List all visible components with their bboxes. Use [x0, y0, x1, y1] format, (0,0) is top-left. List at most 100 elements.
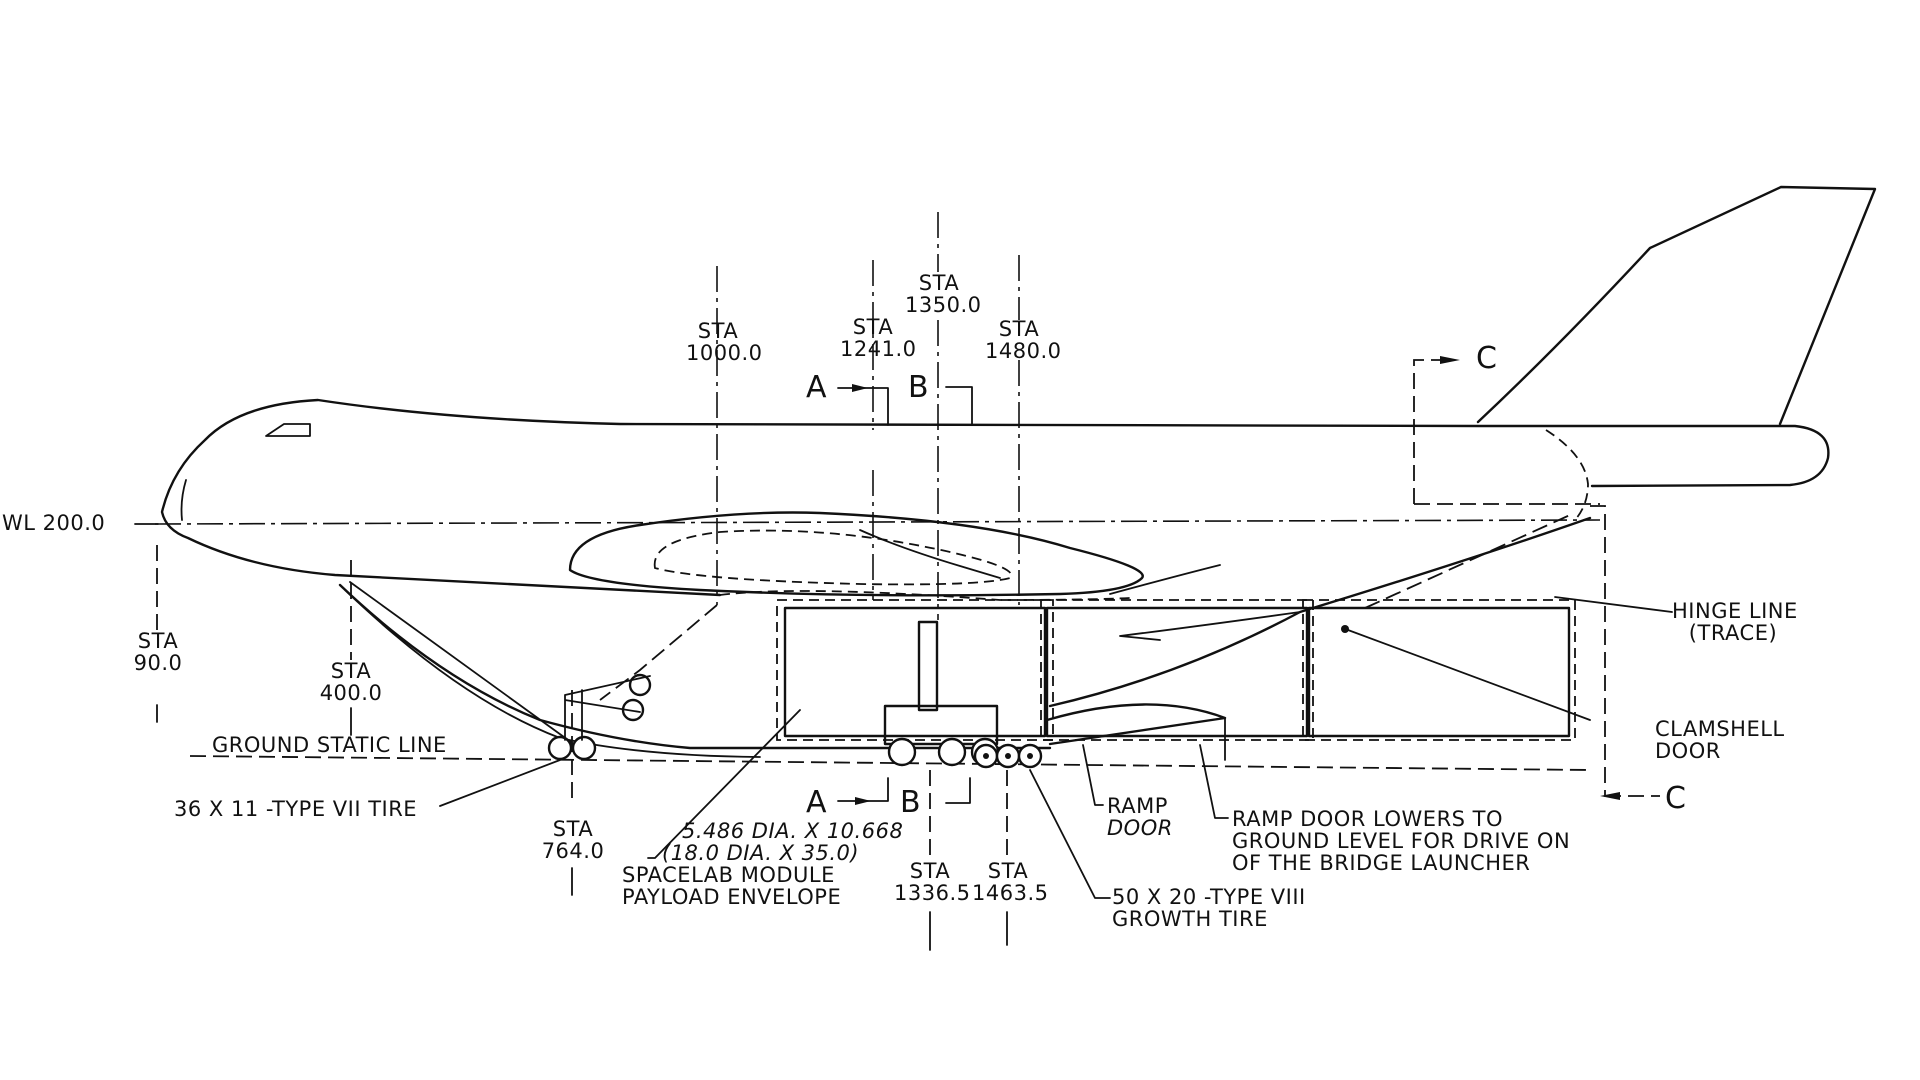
hinge-line-text-2: (TRACE)	[1688, 621, 1778, 645]
hinge-line-text-1: HINGE LINE	[1672, 599, 1798, 623]
nose-tire-2	[571, 735, 597, 761]
ground-static-line	[189, 755, 1591, 771]
wing-inner-dashed	[653, 529, 1013, 586]
sta-1480-label: STA 1480.0	[985, 317, 1062, 363]
clamshell-door-text-1: CLAMSHELL	[1655, 717, 1785, 741]
sta-1480-text-1: STA	[998, 317, 1040, 341]
sta-1000-label: STA 1000.0	[686, 319, 762, 364]
payload-box-2-dashed	[1040, 599, 1314, 741]
section-c-arrow-bottom	[1600, 792, 1620, 800]
section-b-bottom-letter: B	[900, 785, 922, 820]
ramp-note-text-3: OF THE BRIDGE LAUNCHER	[1232, 851, 1531, 875]
wing-strake	[1109, 564, 1221, 595]
growth-tire-label: 50 X 20 -TYPE VIII GROWTH TIRE	[1112, 886, 1306, 930]
main-tire-hub-3	[1027, 753, 1033, 759]
launcher-mast	[917, 620, 939, 712]
ground-static-line-label: GROUND STATIC LINE	[212, 733, 447, 757]
section-b-top-mark	[945, 386, 973, 426]
fuselage-outline	[160, 398, 1830, 597]
payload-box-3-dashed	[1302, 599, 1576, 741]
sta-1000-text-1: STA	[697, 319, 739, 343]
sta-400-text-2: 400.0	[319, 681, 383, 705]
sta-1350-text-1: STA	[918, 271, 960, 295]
ramp-door-curve	[1045, 703, 1227, 746]
sta-1463-text-2: 1463.5	[972, 881, 1049, 905]
hinge-line-label: HINGE LINE (TRACE)	[1672, 599, 1798, 645]
growth-tire-text-2: GROWTH TIRE	[1112, 907, 1268, 931]
sta-764-text-2: 764.0	[541, 839, 605, 863]
sta-764-text-1: STA	[552, 817, 594, 841]
clamshell-door-outline	[1590, 505, 1618, 797]
ramp-belly-line	[338, 583, 1052, 750]
envelope-text-1: 5.486 DIA. X 10.668	[682, 819, 904, 843]
ramp-note-text-1: RAMP DOOR LOWERS TO	[1232, 807, 1504, 831]
main-tire-hub-1	[983, 753, 989, 759]
sta-1350-text-2: 1350.0	[905, 293, 982, 317]
ramp-note-leader	[1199, 744, 1229, 819]
sta-1336-text-2: 1336.5	[894, 881, 971, 905]
aft-belly-line	[1048, 516, 1592, 708]
section-b-bottom-mark	[945, 777, 971, 804]
envelope-leader	[647, 709, 801, 859]
tire-small-leader	[439, 759, 561, 807]
sta-764-label: STA 764.0	[540, 818, 606, 862]
sta-1336-text-1: STA	[909, 859, 951, 883]
ramp-note-text-2: GROUND LEVEL FOR DRIVE ON	[1232, 829, 1571, 853]
sta-1241-text-1: STA	[852, 315, 894, 339]
sta-1241-text-2: 1241.0	[840, 337, 917, 361]
clamshell-door-curve	[1119, 611, 1301, 641]
envelope-text-2: (18.0 DIA. X 35.0)	[662, 841, 860, 865]
waterline-label: WL 200.0	[2, 511, 106, 535]
section-a-top-arrow	[852, 384, 868, 392]
payload-envelope-label: 5.486 DIA. X 10.668 (18.0 DIA. X 35.0) S…	[622, 820, 903, 908]
section-b-top-letter: B	[908, 370, 930, 405]
sta-400-text-1: STA	[330, 659, 372, 683]
nose-gear-strut	[349, 581, 576, 746]
sta-1336-label: STA 1336.5	[894, 859, 971, 905]
sta-1241-label: STA 1241.0	[840, 315, 917, 361]
section-a-top-letter: A	[806, 370, 828, 405]
nose-gear-assembly	[564, 675, 651, 741]
sta-1463-label: STA 1463.5	[972, 859, 1049, 905]
section-a-bottom-arrow	[855, 797, 871, 805]
clamshell-door-label: CLAMSHELL DOOR	[1655, 718, 1785, 762]
clamshell-door-pivot	[1341, 625, 1349, 633]
payload-box-1-dashed	[776, 599, 1054, 741]
vertical-tail	[1476, 185, 1877, 426]
section-c-arrow-top	[1440, 356, 1460, 364]
ramp-lower-line	[344, 589, 761, 758]
ramp-note-label: RAMP DOOR LOWERS TO GROUND LEVEL FOR DRI…	[1232, 808, 1570, 874]
envelope-text-3: SPACELAB MODULE	[622, 863, 835, 887]
sta-1463-text-1: STA	[987, 859, 1029, 883]
growth-tire-leader	[1029, 769, 1111, 899]
sta-400-label: STA 400.0	[318, 660, 384, 704]
envelope-text-4: PAYLOAD ENVELOPE	[622, 885, 842, 909]
launcher-wheel-2	[937, 737, 967, 767]
hinge-line-leader	[1554, 596, 1673, 613]
section-a-bottom-mark	[837, 777, 889, 802]
aft-fuselage-dashed	[1545, 429, 1589, 521]
wing-fairing	[568, 511, 1144, 597]
section-c-top-letter: C	[1476, 341, 1498, 376]
section-c-top	[1413, 359, 1440, 504]
ramp-door-leader	[1082, 744, 1104, 806]
ramp-door-label: RAMP DOOR	[1107, 795, 1173, 839]
ramp-door-text-2: DOOR	[1107, 816, 1173, 840]
cockpit-window	[265, 423, 311, 437]
nose-tip	[180, 479, 187, 521]
launcher-wheel-1	[887, 737, 917, 767]
wing-line	[859, 529, 1001, 579]
section-a-bottom-letter: A	[806, 785, 828, 820]
envelope-diagonal	[599, 604, 718, 701]
payload-box-2	[1045, 606, 1309, 738]
clamshell-door-dashed	[1364, 514, 1571, 609]
sta-90-text-2: 90.0	[133, 651, 183, 675]
growth-tire-text-1: 50 X 20 -TYPE VIII	[1112, 885, 1306, 909]
sta-1480-text-2: 1480.0	[985, 339, 1062, 363]
sta-90-text-1: STA	[137, 629, 179, 653]
clamshell-door-leader	[1347, 629, 1591, 721]
nose-tire-1	[547, 735, 573, 761]
payload-box-3	[1307, 606, 1571, 738]
section-a-top-mark	[837, 387, 889, 426]
